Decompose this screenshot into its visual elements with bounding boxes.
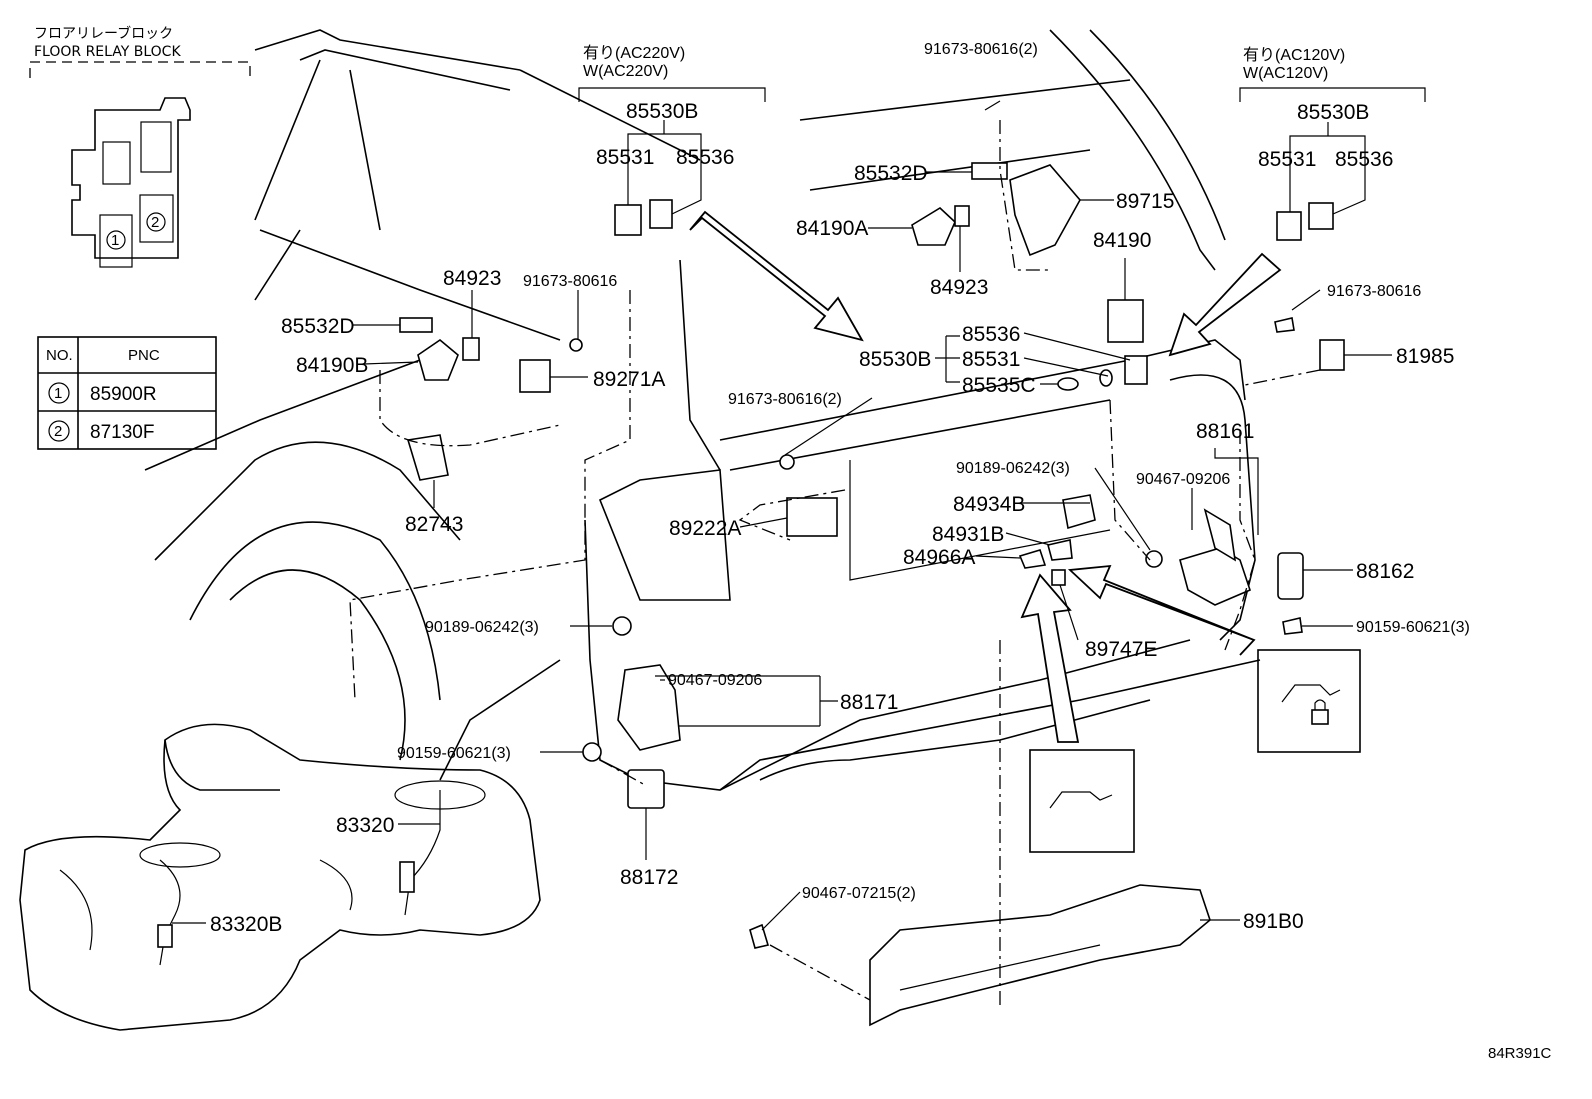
label-90467-09206-right: 90467-09206 [1136,471,1230,488]
label-84923-top: 84923 [930,276,988,299]
arrow-up [1020,573,1080,743]
label-85536-right: 85536 [1335,148,1393,171]
table-header-pnc: PNC [128,347,160,364]
table-row-2-no: 2 [54,423,62,440]
lock-icon [1311,709,1329,725]
label-81985: 81985 [1396,345,1454,368]
vehicle-body [144,29,1261,791]
label-84190B: 84190B [296,354,368,377]
label-85531-center: 85531 [962,348,1020,371]
slot2-marker [146,212,166,232]
table-row-2-pnc: 87130F [90,422,154,443]
label-82743: 82743 [405,513,463,536]
car-silhouette-icon [1049,791,1113,809]
variant-left-line2: W(AC220V) [583,63,668,80]
part-labels: 85530B 85531 85536 85530B 85531 85536 91… [210,41,1552,1062]
svg-text:2: 2 [151,214,159,231]
relay-block-title-en: FLOOR RELAY BLOCK [34,44,181,60]
label-89715: 89715 [1116,190,1174,213]
label-90467-09206-left: 90467-09206 [668,672,762,689]
label-85536-center: 85536 [962,323,1020,346]
label-85536-left: 85536 [676,146,734,169]
label-84190A: 84190A [796,217,868,240]
label-91673-80616-2-top: 91673-80616(2) [924,41,1038,58]
bracket-right: 有り(AC120V) W(AC120V) [1239,46,1426,166]
table-row-1-pnc: 85900R [90,384,157,405]
relay-block-title-jp: フロアリレーブロック [34,25,173,42]
fuel-tank [19,723,541,1031]
label-84931B: 84931B [932,523,1004,546]
label-84923-left: 84923 [443,267,501,290]
arrow-down-right [689,210,864,342]
svg-text:1: 1 [111,232,119,249]
leader-lines [349,120,1321,1010]
label-91673-80616-2-mid: 91673-80616(2) [728,391,842,408]
label-85530B-center: 85530B [859,348,931,371]
label-891B0: 891B0 [1243,910,1304,933]
table-header-no: NO. [46,347,73,364]
label-88162: 88162 [1356,560,1414,583]
variant-right-line1: 有り(AC120V) [1243,46,1345,64]
bracket-left: 有り(AC220V) W(AC220V) [578,44,766,166]
label-85535C: 85535C [962,374,1036,397]
label-91673-80616-mid: 91673-80616 [523,273,617,290]
label-89271A: 89271A [593,368,665,391]
variant-right-line2: W(AC120V) [1243,65,1328,82]
slot1-marker [106,230,126,250]
label-84190: 84190 [1093,229,1151,252]
component-shapes [157,162,1366,1027]
direction-arrows [689,210,1282,743]
label-85530B-right: 85530B [1297,101,1369,124]
power-hatch-icon-box [1029,749,1135,853]
label-88172: 88172 [620,866,678,889]
label-90159-60621-3-right: 90159-60621(3) [1356,619,1470,636]
label-90467-07215-2: 90467-07215(2) [802,885,916,902]
arrow-down-left [1168,252,1282,357]
power-door-icon-box [1257,649,1361,753]
label-90159-60621-3-left: 90159-60621(3) [397,745,511,762]
label-85532D-left: 85532D [281,315,355,338]
label-85532D-top: 85532D [854,162,928,185]
label-88161: 88161 [1196,420,1254,443]
variant-left-line1: 有り(AC220V) [583,44,685,62]
label-leaders [172,100,1392,931]
label-91673-80616-right: 91673-80616 [1327,283,1421,300]
table-row-1-no: 1 [54,385,62,402]
car-silhouette-icon [1281,684,1341,703]
arrow-up-left [1067,564,1256,656]
label-89747E: 89747E [1085,638,1157,661]
label-83320: 83320 [336,814,394,837]
diagram-reference-code: 84R391C [1488,1045,1552,1062]
label-85531-left: 85531 [596,146,654,169]
label-89222A: 89222A [669,517,741,540]
label-84966A: 84966A [903,546,975,569]
label-84934B: 84934B [953,493,1025,516]
label-88171: 88171 [840,691,898,714]
label-85531-right: 85531 [1258,148,1316,171]
label-90189-06242-3-right: 90189-06242(3) [956,460,1070,477]
label-83320B: 83320B [210,913,282,936]
label-90189-06242-3-left: 90189-06242(3) [425,619,539,636]
label-85530B-left: 85530B [626,100,698,123]
pnc-table: NO. PNC 1 85900R 2 87130F [37,336,217,450]
floor-relay-block: フロアリレーブロック FLOOR RELAY BLOCK 1 2 [29,25,251,268]
